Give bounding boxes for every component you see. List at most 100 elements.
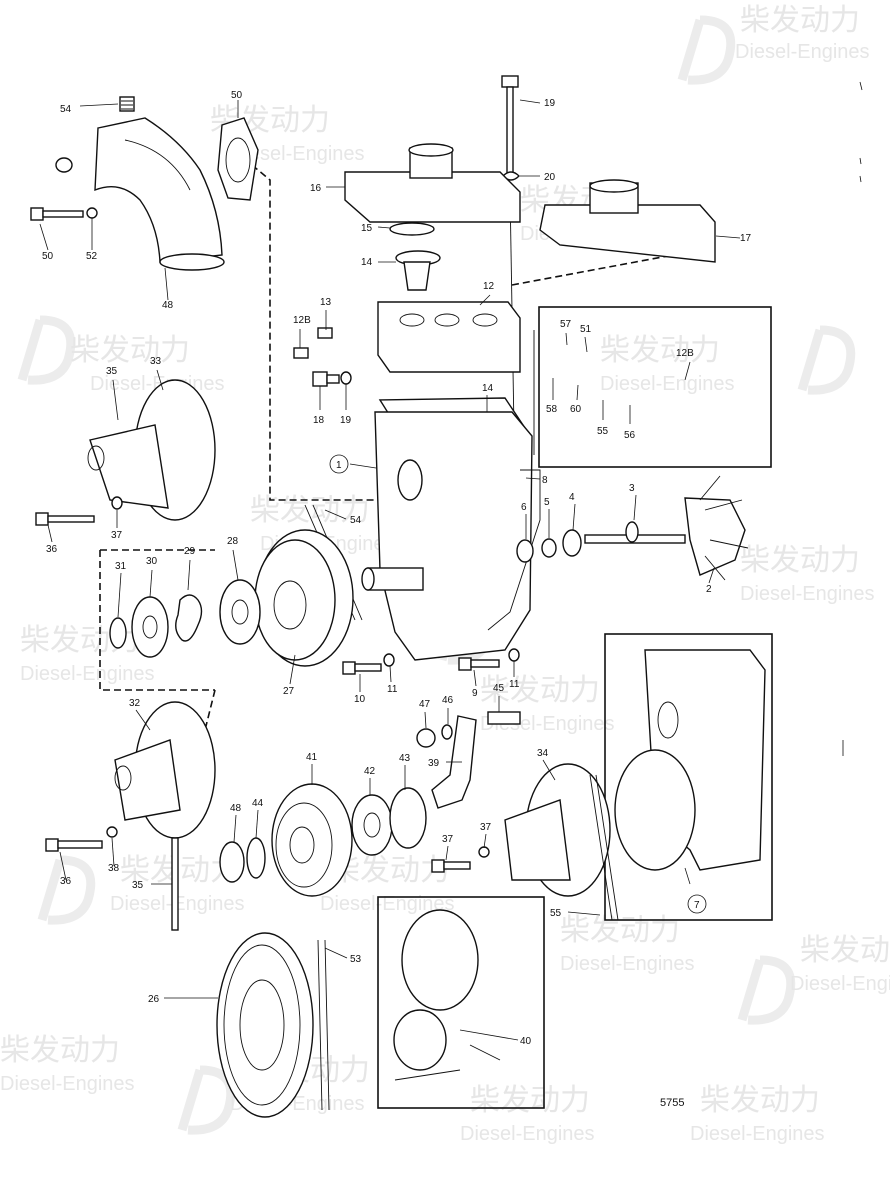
label-5: 5 (544, 497, 550, 508)
part-27-spacer (175, 594, 203, 642)
part-16-thermostat (395, 250, 441, 291)
label-45: 46 (442, 695, 454, 706)
label-25: 27 (283, 686, 295, 697)
watermark-en: Diesel-Engines (735, 41, 870, 63)
inset-box-belt-tensioner (377, 896, 545, 1109)
inset-box-timing-cover (604, 633, 773, 921)
watermark-en: Diesel-Engines (740, 583, 875, 605)
part-5-ring (541, 538, 557, 558)
watermark-cn: 柴发动力 (470, 1084, 590, 1117)
label-4: 4 (569, 492, 575, 503)
label-40: 41 (306, 752, 318, 763)
part-13-plug (293, 347, 309, 359)
part-31-fan-pulley (87, 379, 216, 521)
label-53: 53 (350, 954, 362, 965)
part-49-gasket (217, 117, 259, 201)
part-52-cap (55, 157, 73, 173)
label-54: 55 (550, 908, 562, 919)
part-11-washer (508, 648, 520, 662)
label-42: 43 (399, 753, 411, 764)
label-35: 36 (60, 876, 72, 887)
watermark-en: Diesel-Engines (460, 1123, 595, 1145)
watermark-cn: 柴发动力 (0, 1034, 120, 1067)
part-53-belt (317, 939, 330, 1111)
label-21: 19 (340, 415, 352, 426)
label-26: 28 (227, 536, 239, 547)
part-34-pin (171, 837, 179, 931)
label-1-circle (329, 454, 349, 474)
drawing-code: 5755 (660, 1097, 684, 1109)
label-12b: 12B (676, 348, 694, 359)
watermark-en: Diesel-Engines (230, 143, 365, 165)
label-32: 34 (537, 748, 549, 759)
part-19-thermostat-housing (539, 179, 716, 263)
label-37c: 38 (108, 863, 120, 874)
watermark-cn: 柴发动力 (800, 934, 890, 967)
part-48-outlet-elbow (94, 117, 225, 271)
label-39: 40 (520, 1036, 532, 1047)
watermark-cn: 柴发动力 (480, 674, 600, 707)
part-36-bolt (431, 859, 471, 873)
part-47-seal (219, 841, 245, 883)
part-10-bolt (342, 661, 382, 675)
watermark-cn: 柴发动力 (600, 334, 720, 367)
label-37: 37 (111, 530, 123, 541)
part-17-seal-ring (389, 222, 435, 236)
part-41-bearing (351, 794, 393, 856)
label-2: 2 (706, 584, 712, 595)
label-19: 17 (740, 233, 752, 244)
label-56: 55 (597, 426, 609, 437)
part-2-impeller (684, 475, 749, 581)
part-39-belt-tensioner (393, 909, 501, 1081)
part-18-thermostat-housing (344, 143, 521, 223)
part-37-washer (106, 826, 118, 838)
label-29: 31 (115, 561, 127, 572)
watermark-cn: 柴发动力 (740, 544, 860, 577)
label-50: 50 (42, 251, 54, 262)
label-3: 3 (629, 483, 635, 494)
part-labels: 54 50 50 52 48 19 20 16 15 14 17 12 13 1… (42, 90, 752, 1109)
part-3-pump-shaft (584, 521, 686, 544)
part-hub (361, 567, 424, 591)
part-6-bearing (516, 539, 534, 563)
part-46-nut (416, 728, 436, 748)
label-22: 19 (544, 98, 556, 109)
watermark-cn: 柴发动力 (740, 4, 860, 37)
label-43: 44 (252, 798, 264, 809)
label-24: 26 (148, 994, 160, 1005)
inset-box-thermostat-housing (538, 306, 772, 468)
label-17: 15 (361, 223, 373, 234)
label-49: 50 (231, 90, 243, 101)
part-32-fan-pulley (504, 763, 611, 897)
label-58: 57 (560, 319, 572, 330)
part-37-washer (111, 496, 123, 510)
label-30: 32 (129, 698, 141, 709)
label-37b: 37 (480, 822, 492, 833)
part-9-bolt (458, 657, 500, 671)
part-14-plug (317, 327, 333, 339)
label-46: 47 (419, 699, 431, 710)
watermark-en: Diesel-Engines (690, 1123, 825, 1145)
label-16: 14 (361, 257, 373, 268)
label-34: 35 (132, 880, 144, 891)
label-7-circle (687, 894, 707, 914)
part-4-seal (562, 529, 582, 557)
part-29-circlip (109, 617, 127, 649)
label-41: 42 (364, 766, 376, 777)
part-12-thermostat-block (377, 301, 521, 373)
label-50b: 51 (580, 324, 592, 335)
part-42-circlip (389, 787, 427, 849)
watermark-en: Diesel-Engines (790, 973, 890, 995)
label-48: 48 (162, 300, 174, 311)
part-51-washer (86, 207, 98, 219)
edge-marks (842, 81, 863, 756)
part-21-washer (340, 371, 352, 385)
label-7: 7 (694, 900, 700, 911)
watermark-en: Diesel-Engines (20, 663, 155, 685)
watermark-cn: 柴发动力 (700, 1084, 820, 1117)
label-47: 48 (230, 803, 242, 814)
label-1: 1 (336, 460, 342, 471)
label-13: 12B (293, 315, 311, 326)
label-20: 18 (313, 415, 325, 426)
